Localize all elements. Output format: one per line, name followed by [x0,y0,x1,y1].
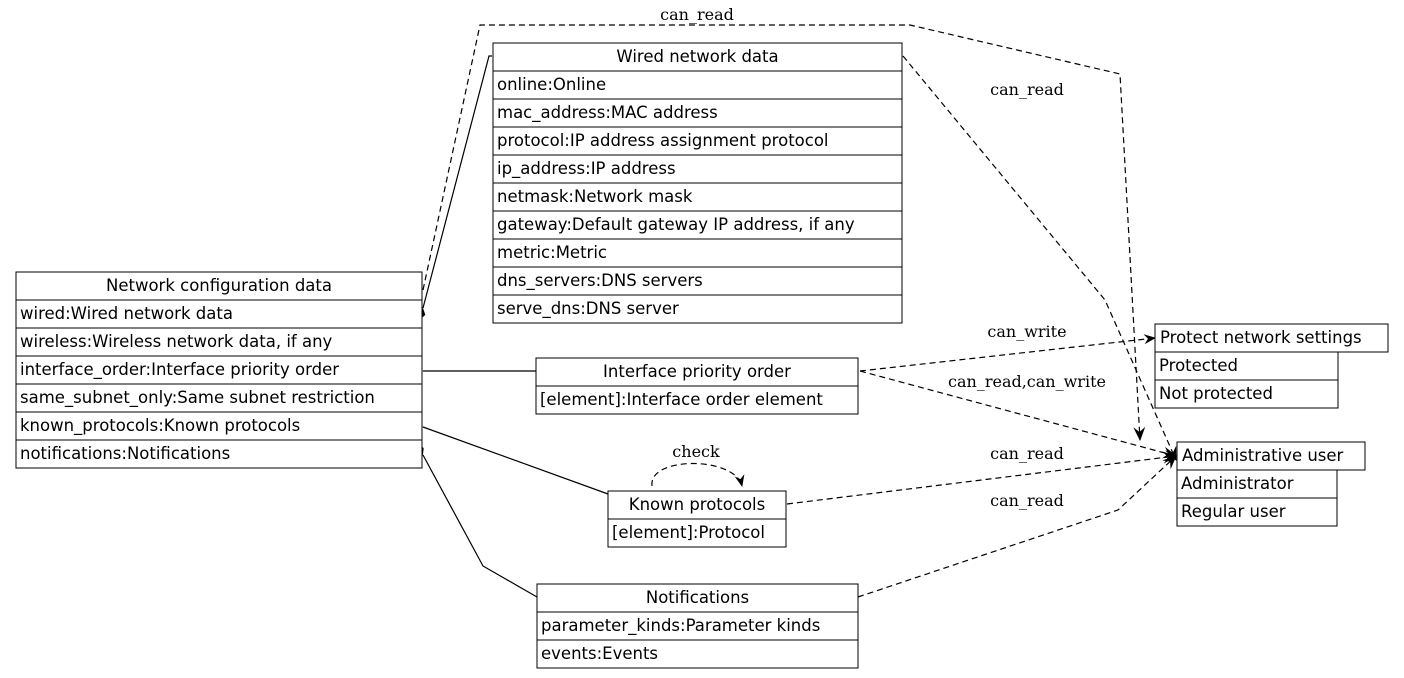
node-title: Network configuration data [106,276,332,295]
node-row-text: protocol:IP address assignment protocol [497,131,829,150]
node-row-text: Regular user [1181,502,1286,521]
node-row-text: wired:Wired network data [20,304,233,323]
edge-label-notifications-can-read: can_read [990,491,1064,510]
node-row-text: metric:Metric [497,243,607,262]
edge-known-protocols-admin-can-read: can_read [786,444,1177,505]
node-row-box [15,439,423,469]
node-row-box [492,126,903,156]
node-known-protocols: Known protocols [element]:Protocol [607,490,787,548]
edge-config-notifications [416,444,538,598]
node-title-box [607,490,787,520]
node-title-box [535,357,859,387]
node-wired: Wired network data online:Online mac_addre… [492,42,903,324]
edge-known-protocols-self-check: check [651,442,745,487]
node-row-text: same_subnet_only:Same subnet restriction [20,388,375,408]
node-row-box [1176,497,1338,527]
node-notifications: Notifications parameter_kinds:Parameter k… [536,583,859,669]
node-row-box [607,518,787,548]
node-title: Administrative user [1182,446,1344,465]
edge-label-protocols-can-read: can_read [990,444,1064,463]
edge-interface-protect-can-write: can_write [859,322,1156,372]
node-title: Interface priority order [603,362,791,381]
node-row-text: known_protocols:Known protocols [20,416,300,436]
node-row-box [15,383,423,413]
node-row-box [15,327,423,357]
node-row-text: gateway:Default gateway IP address, if a… [497,215,855,234]
node-title: Known protocols [629,495,765,514]
node-row-box [15,355,423,385]
edge-interface-admin-can-read-write: can_read,can_write [859,370,1177,459]
node-row-text: serve_dns:DNS server [497,299,679,319]
edge-notifications-admin-can-read: can_read [857,455,1177,598]
node-row-text: Protected [1159,356,1238,375]
node-row-box [15,299,423,329]
edge-config-wired [417,55,492,320]
node-row-box [1154,351,1339,381]
node-row-text: netmask:Network mask [497,187,693,206]
node-row-box [492,98,903,128]
edge-label-protocols-check: check [672,442,720,461]
node-row-text: Administrator [1181,474,1294,493]
node-title: Protect network settings [1160,328,1362,347]
node-row-text: online:Online [497,75,606,94]
node-row-box [1154,379,1339,409]
node-row-text: mac_address:MAC address [497,103,718,123]
edge-config-admin-can-read: can_read [422,5,1146,441]
node-row-box [492,294,903,324]
node-row-text: [element]:Protocol [612,523,765,542]
node-title-box [536,583,859,613]
node-row-text: [element]:Interface order element [540,390,823,409]
node-row-box [492,154,903,184]
node-row-text: notifications:Notifications [20,444,230,463]
node-row-text: interface_order:Interface priority order [20,360,339,380]
node-title: Wired network data [616,47,778,66]
edge-label-interface-can-write: can_write [987,322,1066,341]
edge-label-interface-can-read-write: can_read,can_write [948,372,1106,391]
node-row-box [492,266,903,296]
node-row-text: wireless:Wireless network data, if any [20,332,333,351]
node-interface-order: Interface priority order [element]:Interf… [535,357,859,415]
edge-label-config-can-read: can_read [660,5,734,24]
node-row-box [536,639,859,669]
edge-label-wired-can-read: can_read [990,80,1064,99]
node-network-config: Network configuration data wired:Wired ne… [15,271,423,469]
node-admin: Administrative userAdministratorRegular … [1176,441,1366,527]
node-title-box [492,42,903,72]
node-title-box [1176,441,1366,471]
edge-config-known-protocols [411,421,609,495]
node-row-text: events:Events [541,644,658,663]
node-row-box [492,238,903,268]
node-title: Notifications [646,588,749,607]
node-row-box [492,182,903,212]
node-row-text: Not protected [1159,384,1273,403]
node-row-box [535,385,859,415]
node-row-box [15,411,423,441]
node-row-box [536,611,859,641]
edge-wired-admin-can-read: can_read [902,55,1177,461]
node-title-box [1154,323,1389,353]
node-row-text: parameter_kinds:Parameter kinds [541,616,820,636]
node-row-text: dns_servers:DNS servers [497,271,703,291]
node-row-box [492,210,903,240]
node-row-text: ip_address:IP address [497,159,676,179]
